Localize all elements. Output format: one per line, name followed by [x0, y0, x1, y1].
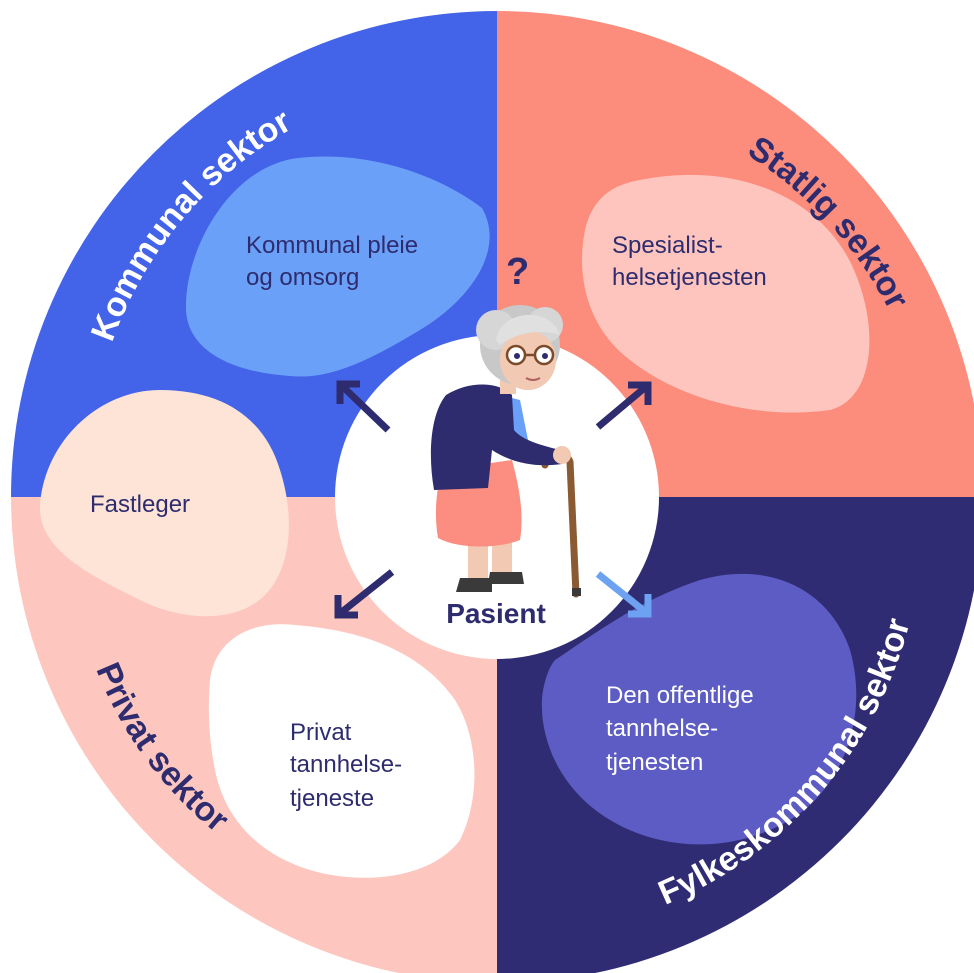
- offentlige-tannhelse-blob: [541, 573, 857, 845]
- arrow-to-statlig-icon: [595, 381, 652, 430]
- kommunal-pleie-label: Kommunal pleie og omsorg: [246, 232, 425, 291]
- diagonal-arrow-icon: [334, 380, 652, 619]
- privat-tannhelse-label: Privat tannhelse- tjeneste: [290, 719, 409, 812]
- question-mark: ?: [506, 251, 529, 293]
- arrow-to-privat-icon: [334, 569, 395, 619]
- arrow-to-fylkeskommunal-icon: [595, 571, 652, 618]
- arrow-to-kommunal-icon: [336, 380, 391, 433]
- patient-label: Pasient: [446, 598, 546, 629]
- spesialist-label: Spesialist- helsetjenesten: [612, 232, 767, 291]
- fastleger-blob: [39, 390, 289, 617]
- privat-tannhelse-blob: [208, 624, 475, 878]
- spesialist-blob: [582, 174, 870, 413]
- fastleger-label: Fastleger: [90, 491, 190, 518]
- elderly-woman-with-cane-icon: [430, 305, 581, 598]
- kommunal-pleie-blob: [185, 156, 490, 377]
- offentlige-tannhelse-label: Den offentlige tannhelse- tjenesten: [606, 682, 760, 776]
